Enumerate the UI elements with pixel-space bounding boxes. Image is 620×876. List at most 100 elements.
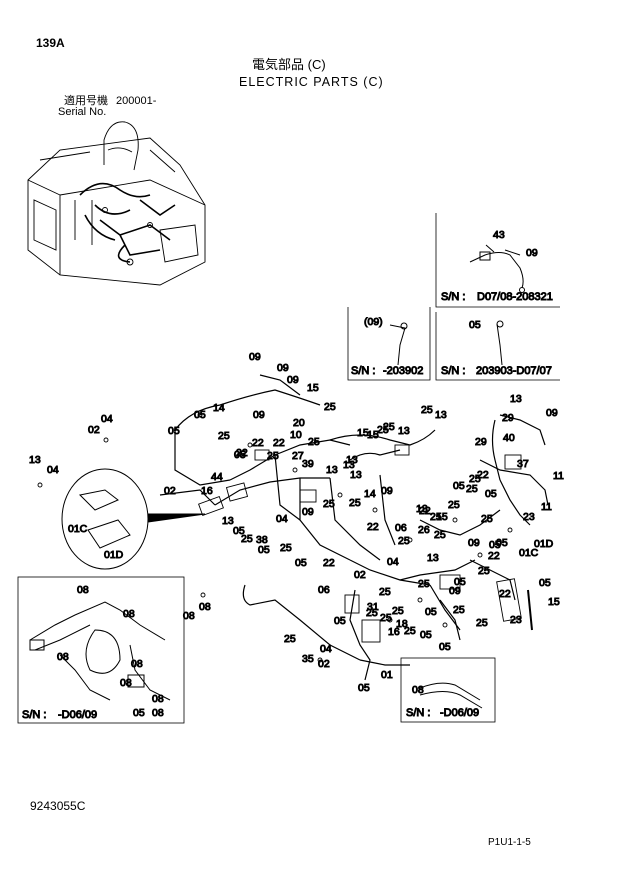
callout-number: 05 (496, 537, 508, 549)
callout-number: 25 (379, 586, 391, 598)
callout-number: 25 (481, 513, 493, 525)
callout-number: 16 (201, 485, 213, 497)
harness-details (37, 412, 533, 663)
inset-top-right-sketch (469, 244, 525, 293)
callout-mid-right-1: 05 (469, 319, 481, 331)
callout-number: 25 (308, 436, 320, 448)
callout-number: 04 (47, 464, 59, 476)
callout-number: 13 (350, 469, 362, 481)
callout-number: 13 (346, 454, 358, 466)
detail-connector-view (61, 468, 206, 570)
callout-bottom-left: 08 (77, 584, 89, 596)
inset-mid-right-sketch (496, 320, 504, 366)
callout-number: 05 (334, 615, 346, 627)
callout-number: 13 (29, 454, 41, 466)
sn-value-bottom-left: -D06/09 (58, 709, 97, 721)
callout-bottom-left: 08 (152, 707, 164, 719)
callout-number: 15 (307, 382, 319, 394)
callout-number: 25 (284, 633, 296, 645)
sn-label-bottom-left: S/N : (22, 709, 46, 721)
callout-number: 22 (323, 557, 335, 569)
callout-number: 25 (324, 401, 336, 413)
callout-number: 29 (475, 436, 487, 448)
callout-number: 08 (199, 601, 211, 613)
callout-number: 25 (448, 499, 460, 511)
callout-number: 04 (387, 556, 399, 568)
machine-overview-illustration (27, 121, 206, 286)
callout-number: 09 (381, 485, 393, 497)
callout-number: 25 (392, 605, 404, 617)
serial-label-japanese: 適用号機 (64, 95, 108, 107)
callout-number: 09 (302, 506, 314, 518)
title-japanese: 電気部品 (C) (252, 57, 326, 72)
callout-number: 05 (439, 641, 451, 653)
callout-number: 15 (367, 429, 379, 441)
callout-number: 09 (546, 407, 558, 419)
callout-bottom-left: 08 (57, 651, 69, 663)
sn-value-mid-left: -203902 (383, 365, 423, 377)
callout-number: 05 (489, 539, 501, 551)
callout-number: 05 (295, 557, 307, 569)
callout-number: 25 (380, 612, 392, 624)
callout-top-right-1: 43 (493, 229, 505, 241)
callout-number: 22 (367, 521, 379, 533)
callout-mid-left-1: (09) (364, 316, 383, 328)
callout-number: 05 (425, 606, 437, 618)
callout-number: 05 (258, 544, 270, 556)
callout-number: 05 (454, 576, 466, 588)
sn-value-top-right: D07/08-208321 (477, 291, 553, 303)
callout-bottom-left: 08 (123, 608, 135, 620)
callout-number: 40 (503, 432, 515, 444)
callout-number: 26 (418, 524, 430, 536)
callout-number: 25 (478, 565, 490, 577)
callout-number: 22 (477, 469, 489, 481)
callout-number: 09 (449, 585, 461, 597)
callout-number: 15 (548, 596, 560, 608)
callout-number: 39 (302, 458, 314, 470)
callout-number: 15 (436, 511, 448, 523)
callout-bottom-right-1: 08 (412, 684, 424, 696)
callout-number: 09 (277, 362, 289, 374)
callout-number: 01C (519, 547, 539, 559)
callout-number: 09 (249, 351, 261, 363)
callout-number: 13 (427, 552, 439, 564)
callout-number: 22 (488, 550, 500, 562)
callout-bottom-left: 05 (133, 707, 145, 719)
callout-number: 29 (502, 412, 514, 424)
callout-number: 25 (398, 535, 410, 547)
callout-number: 13 (222, 515, 234, 527)
callout-bottom-left: 08 (120, 677, 132, 689)
serial-value: 200001- (116, 95, 157, 107)
callout-number: 02 (164, 485, 176, 497)
callout-number: 13 (435, 409, 447, 421)
callout-number: 05 (233, 525, 245, 537)
sn-value-bottom-right: -D06/09 (440, 707, 479, 719)
callout-number: 25 (383, 421, 395, 433)
sn-label-mid-right: S/N : (441, 365, 465, 377)
callout-number: 02 (354, 569, 366, 581)
callout-number: 02 (318, 658, 330, 670)
callout-number: 25 (421, 404, 433, 416)
callout-number: 16 (388, 626, 400, 638)
callout-number: 05 (358, 682, 370, 694)
callout-number: 31 (367, 601, 379, 613)
callout-number: 18 (396, 618, 408, 630)
callout-number: 01D (534, 538, 554, 550)
callout-number: 25 (267, 450, 279, 462)
document-number: 9243055C (30, 799, 86, 813)
callout-number: 22 (252, 437, 264, 449)
callout-number: 05 (453, 480, 465, 492)
callout-number: 25 (476, 617, 488, 629)
inset-mid-left-sketch (389, 322, 408, 366)
callout-number: 11 (541, 501, 552, 513)
callout-number: 14 (213, 402, 225, 414)
callout-number: 22 (499, 588, 511, 600)
callout-number: 25 (349, 497, 361, 509)
callout-number: 04 (101, 413, 113, 425)
sn-value-mid-right: 203903-D07/07 (476, 365, 552, 377)
inset-bottom-right-sketch (419, 682, 483, 709)
callout-number: 09 (253, 409, 265, 421)
